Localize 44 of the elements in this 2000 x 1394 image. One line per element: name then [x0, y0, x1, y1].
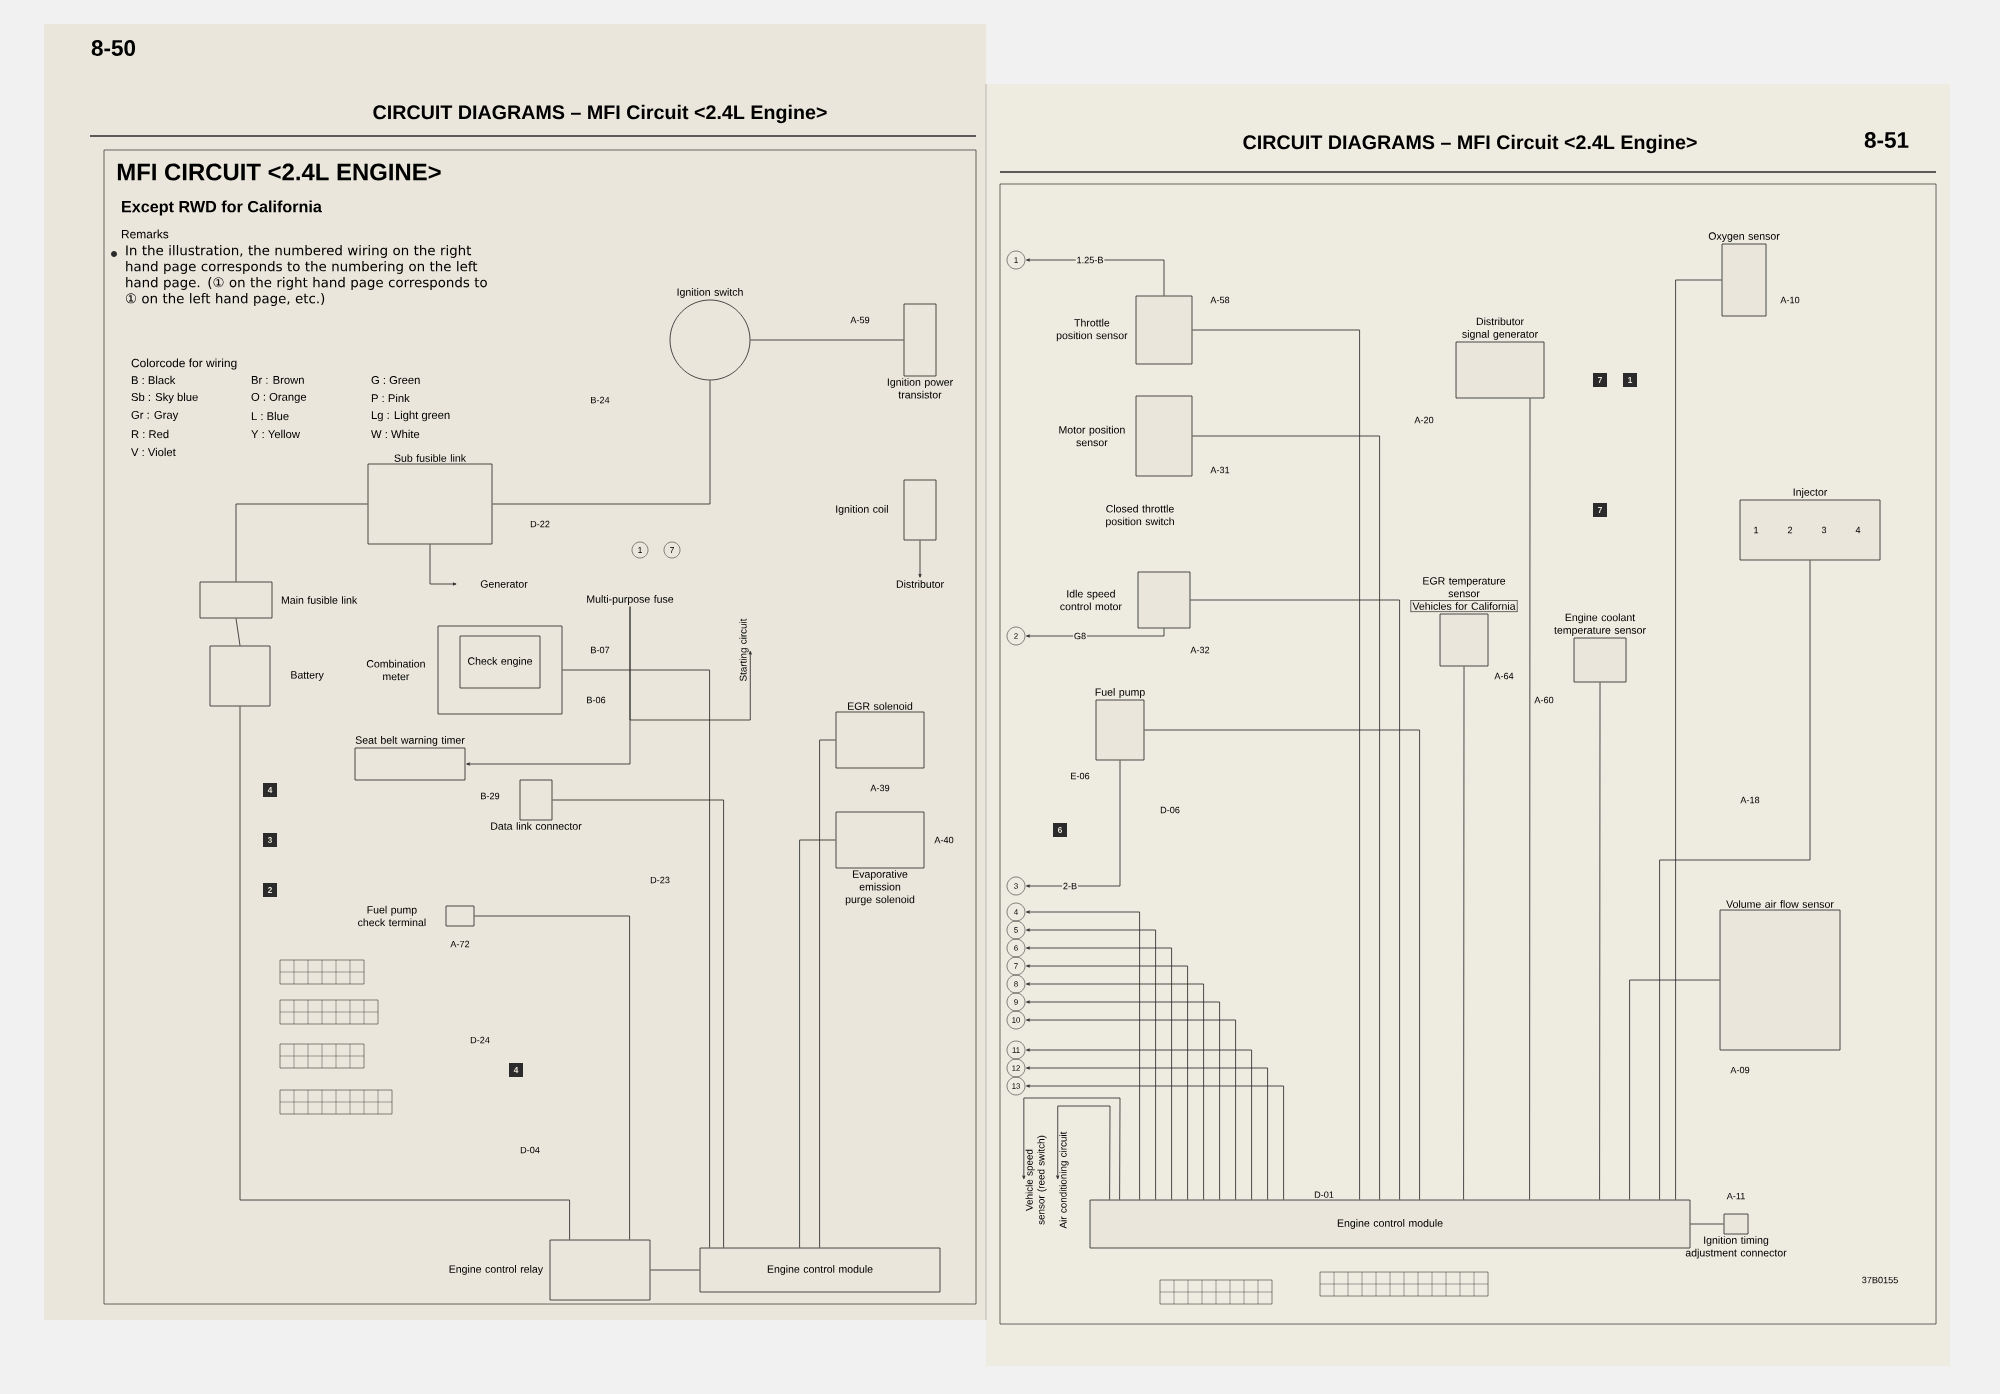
arrow	[1026, 1048, 1252, 1200]
page-number: 8-51	[1864, 132, 1909, 148]
page-header: CIRCUIT DIAGRAMS – MFI Circuit <2.4L Engine>	[373, 104, 827, 124]
wire	[239, 706, 570, 1240]
arrow	[429, 544, 457, 586]
arrow	[1026, 760, 1121, 888]
arrow	[1026, 258, 1165, 296]
wire	[650, 1269, 700, 1271]
wire	[1690, 1223, 1724, 1225]
wire	[1529, 398, 1531, 1200]
arrow	[1022, 1097, 1121, 1200]
arrow	[1056, 1105, 1111, 1200]
arrow	[1026, 1018, 1236, 1200]
wire	[1675, 279, 1722, 1200]
wire	[799, 839, 836, 1248]
wire	[1190, 599, 1400, 1200]
diagram-title: MFI CIRCUIT <2.4L ENGINE>	[117, 163, 441, 181]
wire	[1463, 666, 1465, 1200]
wire	[1192, 329, 1360, 1200]
wire	[1629, 979, 1720, 1200]
arrow	[1026, 910, 1140, 1200]
wire	[819, 739, 836, 1248]
arrow	[1026, 1066, 1268, 1200]
wire	[552, 799, 724, 1248]
wire	[474, 915, 630, 1240]
subtitle: Except RWD for California	[122, 200, 322, 216]
wire	[235, 618, 241, 646]
wire	[492, 380, 711, 505]
wire	[1144, 729, 1420, 1200]
wire	[1192, 435, 1380, 1200]
arrow	[1026, 946, 1172, 1200]
wire	[1659, 560, 1811, 1200]
arrow	[1026, 1084, 1284, 1200]
wire	[750, 339, 904, 341]
page-number: 8-50	[91, 40, 136, 56]
arrow	[1026, 628, 1165, 638]
wire	[235, 503, 368, 582]
wire	[562, 669, 710, 1248]
wire	[1599, 682, 1601, 1200]
arrow	[1026, 928, 1156, 1200]
arrow	[1026, 1000, 1220, 1200]
arrow	[466, 606, 631, 766]
page-header: CIRCUIT DIAGRAMS – MFI Circuit <2.4L Engine>	[1243, 134, 1697, 154]
arrow	[918, 540, 922, 578]
